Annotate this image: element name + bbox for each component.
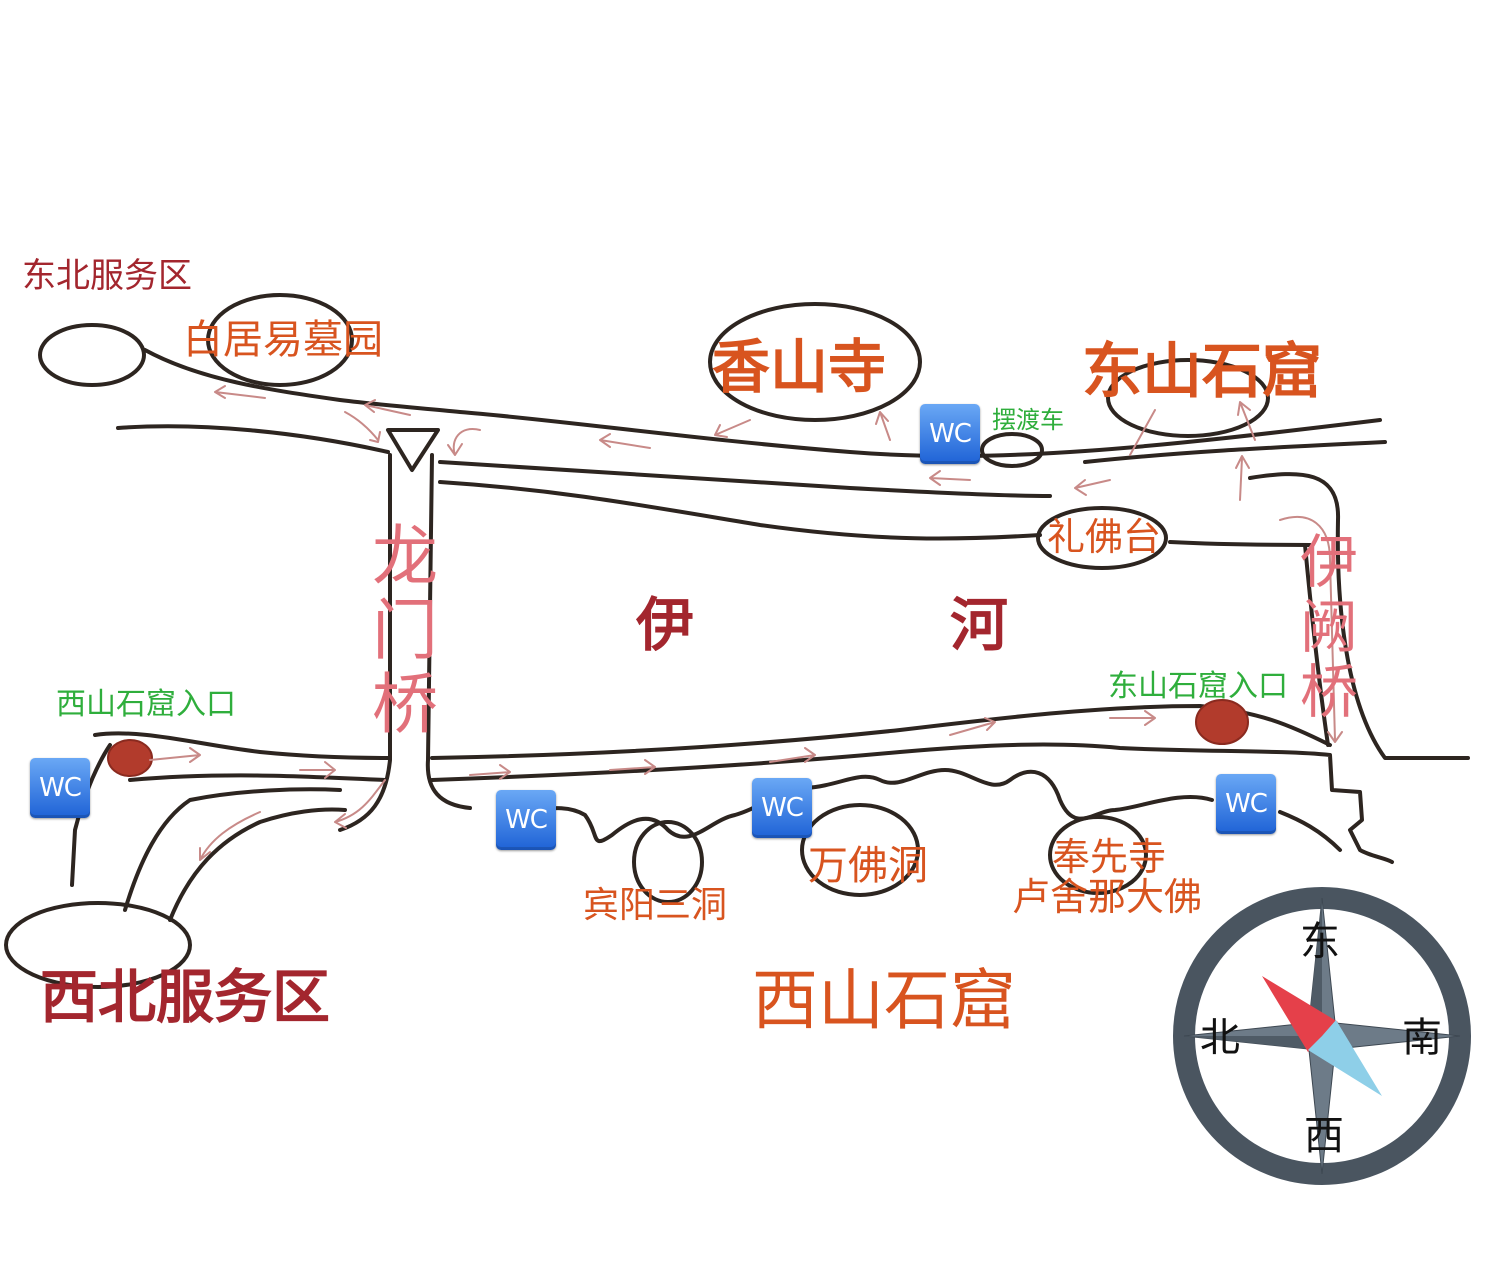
- east-entrance-label: 东山石窟入口: [1108, 669, 1288, 704]
- east-grottoes-oval: [1106, 358, 1270, 438]
- yique-bridge-char: 伊: [1300, 528, 1359, 596]
- northwest-road-b: [168, 807, 347, 922]
- yique-bridge-label: 伊 阙 桥: [1300, 530, 1358, 725]
- longmen-bridge-west-edge: [338, 453, 392, 832]
- xiangshan-temple-label: 香山寺: [712, 333, 887, 401]
- bridge-fork: [386, 428, 440, 472]
- vairocana-buddha-label: 卢舍那大佛: [1012, 875, 1203, 919]
- yique-bridge-char: 桥: [1300, 657, 1359, 726]
- west-cliff-wavy-edge: [498, 768, 1342, 852]
- wanfo-cave-label: 万佛洞: [808, 843, 928, 889]
- northeast-service-oval: [38, 323, 146, 387]
- restroom-icon: WC: [30, 758, 90, 818]
- north-road-lower-line: [116, 424, 1387, 498]
- east-bank-line: [438, 480, 1312, 547]
- bai-juyi-tomb-label: 白居易墓园: [183, 317, 383, 363]
- yique-bridge-char: 阙: [1300, 592, 1359, 661]
- wanfo-cave-oval: [800, 803, 920, 897]
- binyang-caves-label: 宾阳三洞: [583, 885, 728, 926]
- xiangshan-temple-oval: [708, 302, 922, 422]
- restroom-icon: WC: [920, 404, 980, 464]
- fengxian-temple-oval: [1048, 815, 1148, 895]
- east-entrance-marker: [1195, 699, 1249, 745]
- yique-bridge-inner-edge: [1303, 543, 1330, 747]
- ferry-stop-oval: [980, 432, 1044, 468]
- compass-top-label: 东: [1300, 919, 1340, 965]
- direction-arrows: [149, 385, 1343, 861]
- northwest-service-label: 西北服务区: [40, 963, 331, 1031]
- restroom-icon: WC: [752, 778, 812, 838]
- fengxian-temple-label: 奉先寺: [1052, 835, 1167, 879]
- restroom-icon: WC: [1216, 774, 1276, 834]
- northeast-service-label: 东北服务区: [22, 256, 192, 296]
- longmen-bridge-char: 桥: [372, 665, 438, 743]
- binyang-caves-oval: [632, 820, 704, 904]
- northwest-road-outer: [70, 743, 112, 887]
- restroom-icon: WC: [496, 790, 556, 850]
- longmen-bridge-char: 门: [372, 591, 438, 669]
- lifo-terrace-oval: [1036, 506, 1168, 570]
- longmen-bridge-label: 龙 门 桥: [372, 520, 438, 742]
- compass-bottom-label: 西: [1304, 1113, 1344, 1159]
- longmen-bridge-char: 龙: [372, 518, 438, 595]
- east-grottoes-label: 东山石窟: [1082, 337, 1322, 407]
- west-grottoes-label: 西山石窟: [752, 962, 1016, 1039]
- longmen-bridge-east-edge: [425, 453, 472, 810]
- river-label-second: 河: [950, 591, 1009, 659]
- west-entrance-marker: [107, 739, 153, 777]
- northwest-road-a: [123, 787, 342, 912]
- north-road-upper-line: [143, 348, 1382, 458]
- west-entrance-label: 西山石窟入口: [56, 687, 236, 722]
- west-road-lower-line: [128, 742, 1394, 864]
- bai-juyi-tomb-oval: [206, 293, 354, 387]
- compass-left-label: 北: [1200, 1015, 1240, 1061]
- lifo-terrace-label: 礼佛台: [1047, 515, 1162, 559]
- northwest-service-oval: [4, 901, 192, 989]
- ferry-label: 摆渡车: [992, 406, 1064, 434]
- river-label-first: 伊: [636, 591, 695, 659]
- yique-bridge-outer-edge: [1248, 472, 1470, 760]
- compass-right-label: 南: [1402, 1015, 1442, 1061]
